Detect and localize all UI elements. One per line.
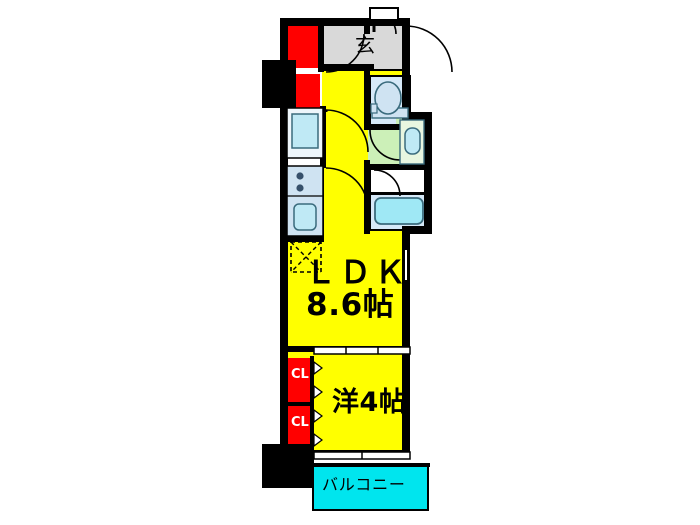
ldk-size-label: 8.6帖 (306, 287, 395, 323)
wash-basin (399, 119, 425, 165)
door-swings (325, 11, 453, 211)
western-room-label: 洋4帖 (332, 387, 407, 418)
bathtub (374, 197, 424, 225)
stove-burners (287, 172, 323, 197)
sliding-door-partition (313, 346, 411, 355)
refrigerator-space (290, 241, 322, 273)
balcony-label: バルコニー (322, 475, 406, 494)
washing-machine-space (286, 107, 324, 159)
closet-upper-entry-lower (296, 74, 320, 112)
closet-room-top (288, 358, 312, 402)
genkan-label: 玄 (355, 33, 377, 57)
balcony-window (313, 451, 411, 460)
closet-door-arrows (313, 360, 323, 448)
closet-label-bottom: CL (291, 415, 309, 430)
toilet-bowl (370, 81, 409, 119)
kitchen-sink (293, 203, 317, 231)
meter-box (369, 7, 399, 21)
thin-outlines (312, 21, 429, 511)
closet-label-top: CL (291, 367, 309, 382)
ldk-room-label: ＬＤＫ (305, 255, 410, 291)
balcony-floor (313, 466, 428, 510)
